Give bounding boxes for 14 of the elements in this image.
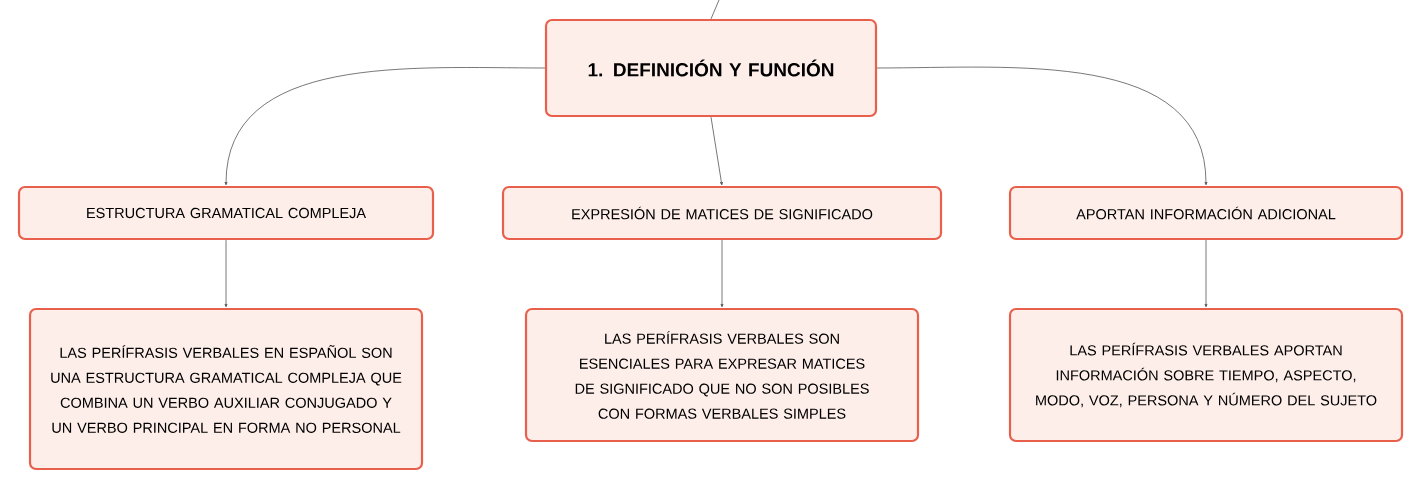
arrow (1204, 239, 1208, 308)
arrow (876, 66, 1208, 186)
subtopic-box: ESTRUCTURA GRAMATICAL COMPLEJA (17, 185, 435, 241)
arrow (224, 67, 546, 186)
subtopic-box: APORTAN INFORMACIÓN ADICIONAL (1008, 185, 1404, 241)
arrow (720, 239, 724, 308)
description-box: LAS PERÍFRASIS VERBALES EN ESPAÑOL SON UNA ESTRUCTURA GRAMATICAL COMPLEJA QUE COMBINA UN VERBO AUXILIAR CONJUGADO Y UN VERBO PRINCIPAL EN FORMA NO PERSONAL (28, 307, 424, 471)
subtopic-box: EXPRESIÓN DE MATICES DE SIGNIFICADO (501, 185, 943, 241)
connector-line (710, 0, 720, 20)
arrow (710, 116, 723, 186)
description-box: LAS PERÍFRASIS VERBALES APORTAN INFORMACIÓN SOBRE TIEMPO, ASPECTO, MODO, VOZ, PERSONA Y NÚMERO DEL SUJETO (1008, 307, 1404, 443)
description-box: LAS PERÍFRASIS VERBALES SON ESENCIALES PARA EXPRESAR MATICES DE SIGNIFICADO QUE NO SON POSIBLES CON FORMAS VERBALES SIMPLES (524, 307, 920, 443)
topic-box: 1. DEFINICIÓN Y FUNCIÓN (544, 18, 878, 118)
arrow (224, 239, 228, 308)
